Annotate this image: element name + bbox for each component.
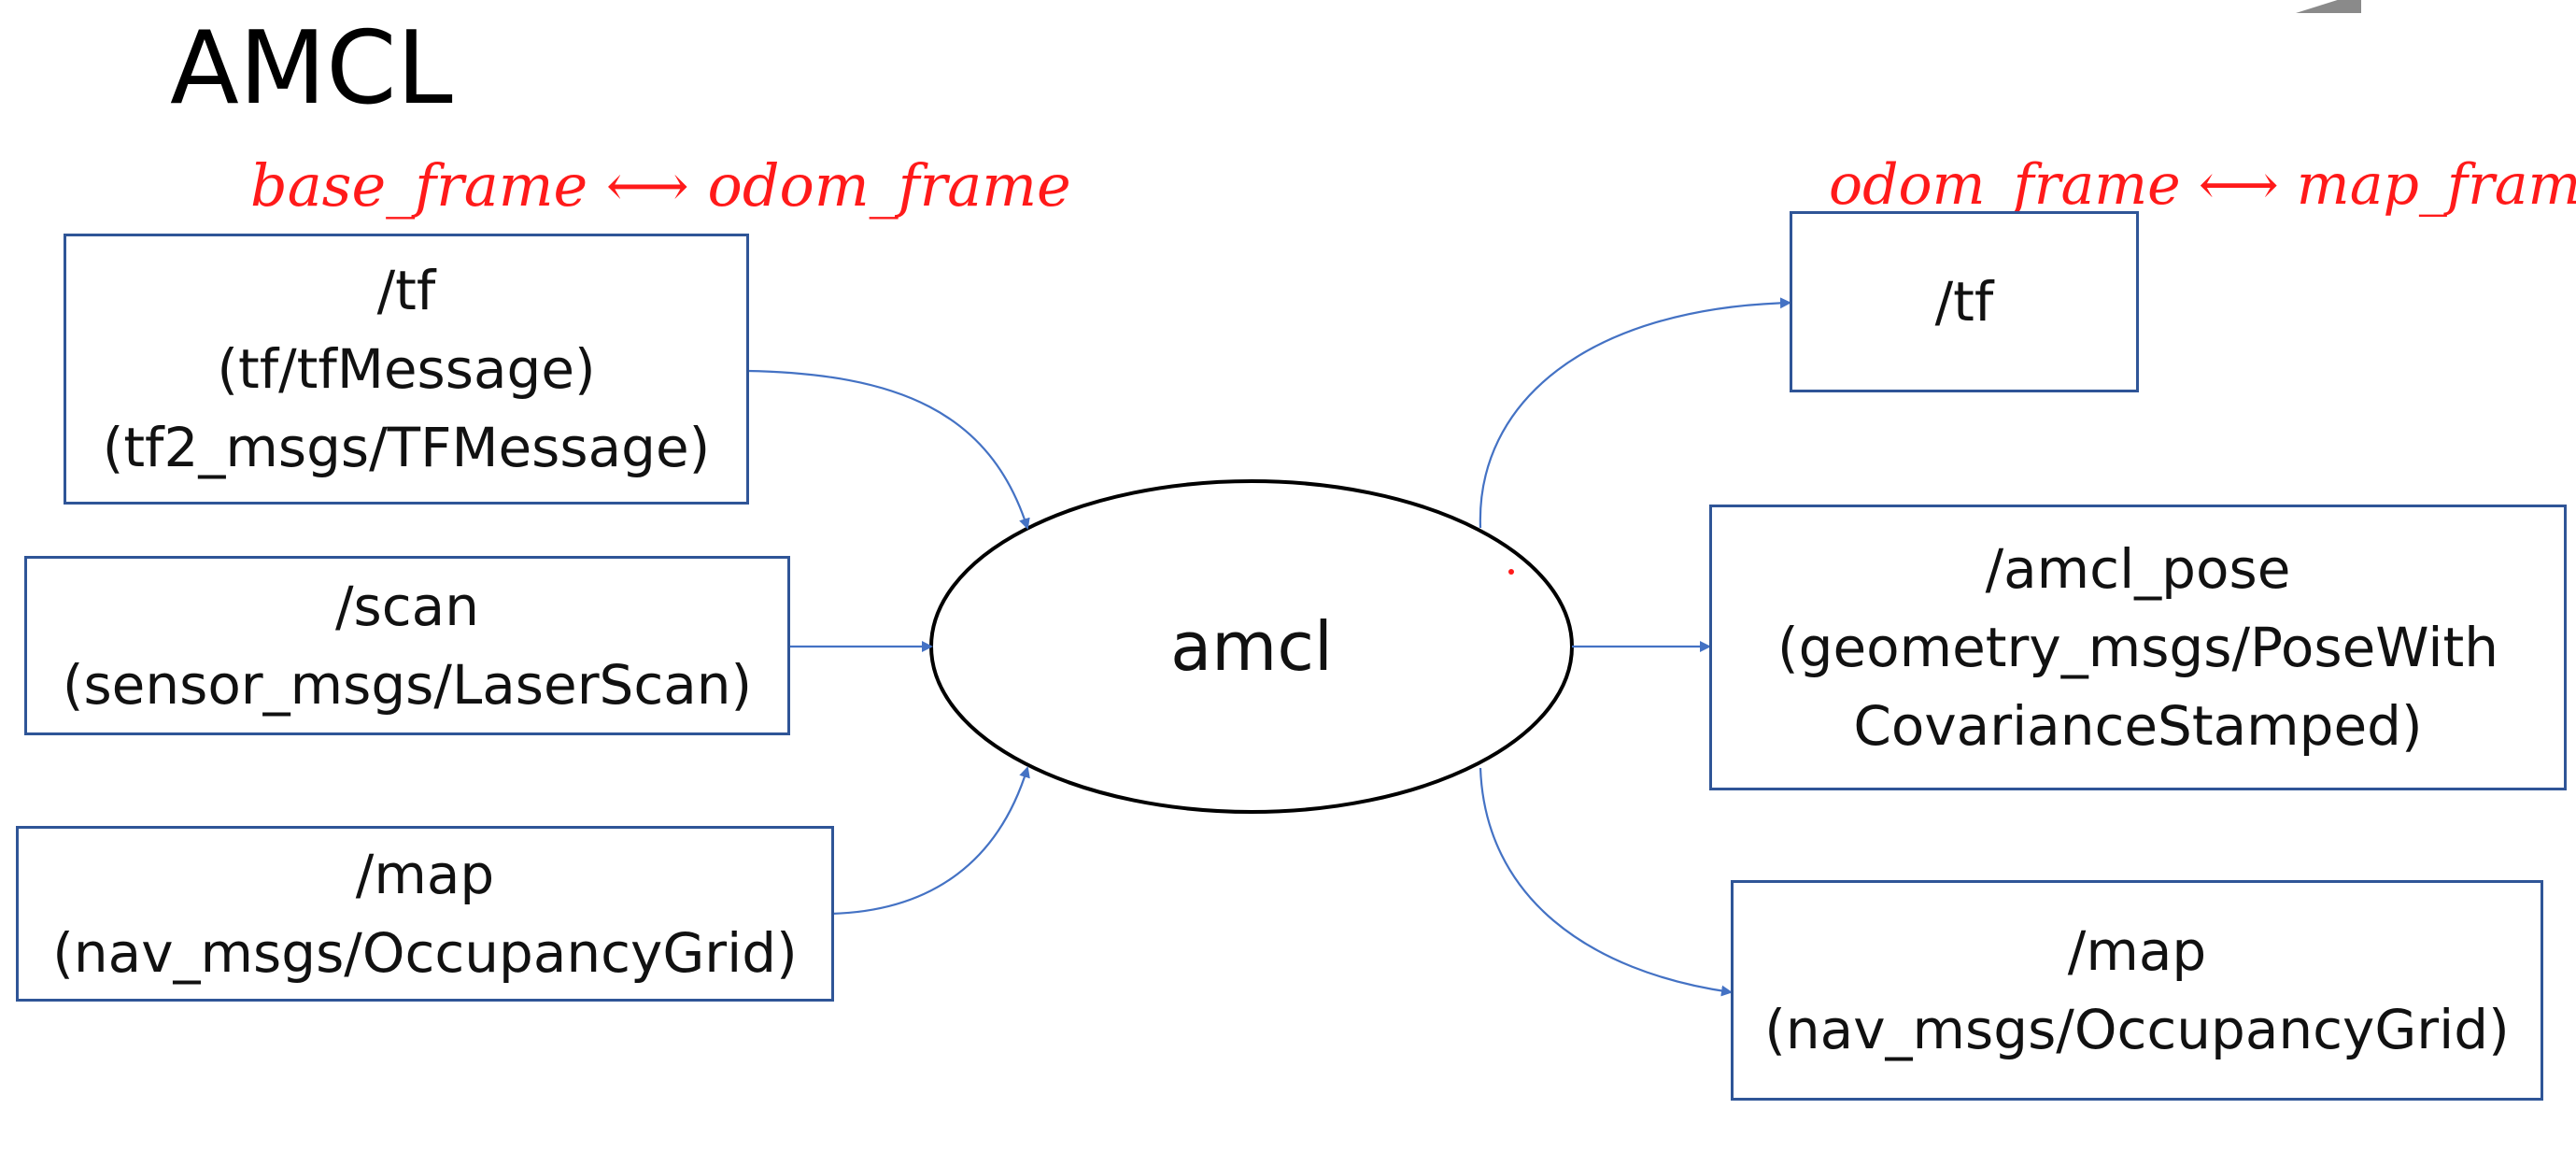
annotation-right-to: map_frame [2296, 152, 2576, 218]
output-box-tf: /tf [1790, 211, 2139, 392]
annotation-right: odom_frame ⟷ map_frame [1829, 157, 2576, 213]
output-box-amcl-pose: /amcl_pose (geometry_msgs/PoseWith Covar… [1709, 505, 2567, 790]
output-pose-type2: CovarianceStamped) [1853, 694, 2423, 759]
stray-red-dot [1508, 569, 1514, 575]
edge-map-out [1479, 767, 1733, 997]
amcl-node-label: amcl [1170, 607, 1333, 686]
input-box-scan: /scan (sensor_msgs/LaserScan) [24, 556, 790, 735]
input-box-tf: /tf (tf/tfMessage) (tf2_msgs/TFMessage) [64, 234, 749, 505]
annotation-right-arrow: ⟷ [2198, 152, 2279, 218]
input-map-type: (nav_msgs/OccupancyGrid) [52, 921, 798, 985]
input-scan-topic: /scan [335, 574, 479, 638]
edge-tf-in [746, 369, 1030, 530]
annotation-left-arrow: ⟷ [605, 151, 689, 220]
edge-tf-out [1479, 297, 1791, 529]
output-pose-type1: (geometry_msgs/PoseWith [1777, 615, 2498, 679]
annotation-left-to: odom_frame [707, 151, 1071, 220]
output-box-map: /map (nav_msgs/OccupancyGrid) [1731, 880, 2543, 1101]
input-tf-topic: /tf [376, 258, 436, 322]
input-box-map: /map (nav_msgs/OccupancyGrid) [16, 826, 834, 1002]
input-map-topic: /map [355, 842, 495, 906]
annotation-right-from: odom_frame [1829, 152, 2181, 218]
output-pose-topic: /amcl_pose [1985, 536, 2291, 601]
edge-map-in [830, 766, 1030, 916]
output-map-type: (nav_msgs/OccupancyGrid) [1764, 998, 2510, 1061]
annotation-left: base_frame ⟷ odom_frame [250, 157, 1071, 215]
input-scan-type: (sensor_msgs/LaserScan) [62, 653, 753, 717]
annotation-left-from: base_frame [250, 151, 588, 220]
output-map-topic: /map [2067, 918, 2207, 983]
output-tf-topic: /tf [1934, 269, 1994, 334]
diagram-title: AMCL [170, 10, 453, 127]
amcl-node: amcl [931, 481, 1572, 812]
input-tf-type2: (tf2_msgs/TFMessage) [102, 416, 711, 480]
input-tf-type1: (tf/tfMessage) [217, 336, 596, 401]
